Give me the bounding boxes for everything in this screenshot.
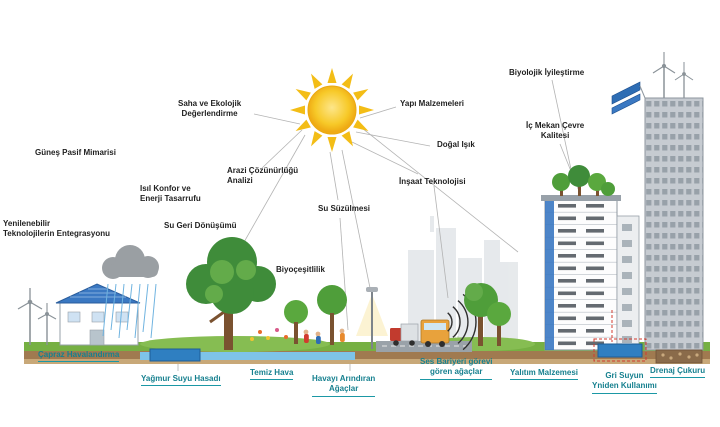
label-capraz-havalandirma: Çapraz Havalandırma <box>38 350 120 363</box>
label-isil-konfor: Isıl Konfor ve Enerji Tasarrufu <box>140 184 201 204</box>
drainage-pit-icon <box>655 349 703 364</box>
label-yagmur-suyu-hasadi: Yağmur Suyu Hasadı <box>141 374 221 387</box>
label-saha-ekolojik-degerlendirme: Saha ve Ekolojik Değerlendirme <box>178 99 242 119</box>
rain-cloud-icon <box>102 245 159 339</box>
greywater-tank-icon <box>593 338 647 362</box>
label-ic-mekan-cevre-kalitesi: İç Mekan Çevre Kalitesi <box>526 121 585 141</box>
label-arazi-cozunurlugu-analizi: Arazi Çözünürlüğü Analizi <box>227 166 299 186</box>
label-ses-bariyeri-agaclar: Ses Bariyeri görevi gören ağaçlar <box>420 357 493 380</box>
label-biyocesitlilik: Biyoçeşitlilik <box>276 265 325 274</box>
label-yalitim-malzemesi: Yalıtım Malzemesi <box>510 368 579 381</box>
solar-building-icon <box>55 283 141 346</box>
green-building-icon <box>541 165 640 351</box>
label-su-geri-donusumu: Su Geri Dönüşümü <box>164 221 237 230</box>
label-su-suzulmesi: Su Süzülmesi <box>318 204 371 213</box>
people-icon <box>303 328 345 344</box>
rooftop-solar-icon <box>611 81 646 115</box>
wind-turbine-icon <box>17 288 57 345</box>
roadside-trees-icon <box>464 283 511 346</box>
rooftop-wind-turbine-icon <box>652 52 694 98</box>
sound-barrier-icon <box>447 293 477 351</box>
label-biyolojik-iyilestirme: Biyolojik İyileştirme <box>509 68 585 77</box>
truck-icon <box>390 323 419 346</box>
label-insaat-teknolojisi: İnşaat Teknolojisi <box>399 177 466 186</box>
skyscraper-icon <box>611 52 704 351</box>
road-icon <box>376 341 472 352</box>
rain-harvest-tank-icon <box>149 348 201 362</box>
park-icon <box>250 285 347 345</box>
label-gri-suyun-kullanimi: Gri Suyun Yniden Kullanımı <box>592 371 657 394</box>
tree-icon <box>186 237 276 350</box>
label-dogal-isik: Doğal Işık <box>437 140 475 149</box>
label-yapi-malzemeleri: Yapı Malzemeleri <box>400 99 465 108</box>
street-lamp-icon <box>356 287 388 349</box>
label-yenilenebilir-teknolojiler: Yenilenebilir Teknolojilerin Entegrasyon… <box>3 219 110 239</box>
label-temiz-hava: Temiz Hava <box>250 368 294 381</box>
label-drenaj-cukuru: Drenaj Çukuru <box>650 366 706 379</box>
bus-icon <box>420 319 450 347</box>
label-gunes-pasif-mimarisi: Güneş Pasif Mimarisi <box>35 148 116 157</box>
sun-icon <box>290 68 374 152</box>
label-havayi-arindiran-agaclar: Havayı Arındıran Ağaçlar <box>312 374 376 397</box>
